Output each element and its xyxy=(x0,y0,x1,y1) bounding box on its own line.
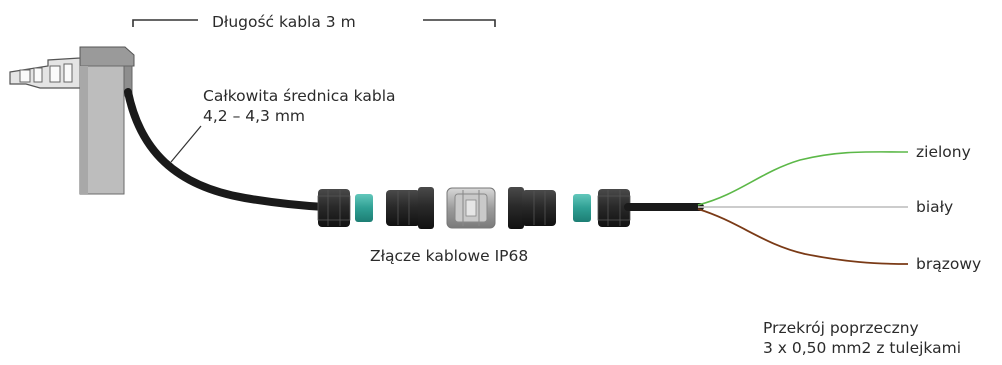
length-bracket xyxy=(132,19,496,27)
diameter-leader xyxy=(170,125,202,163)
cable xyxy=(124,88,329,211)
cable-length-label: Długość kabla 3 m xyxy=(212,13,356,31)
cross-section-value: 3 x 0,50 mm2 z tulejkami xyxy=(763,339,962,357)
sensor-housing xyxy=(9,46,135,195)
diameter-title: Całkowita średnica kabla xyxy=(203,87,396,105)
connector-label: Złącze kablowe IP68 xyxy=(370,247,529,265)
connector-assembly xyxy=(317,187,631,229)
wire-brown xyxy=(697,208,909,265)
wire-label-green: zielony xyxy=(916,143,971,161)
diameter-value: 4,2 – 4,3 mm xyxy=(203,107,306,125)
diameter-label: Całkowita średnica kabla 4,2 – 4,3 mm xyxy=(203,86,396,126)
wire-green xyxy=(697,151,909,206)
cross-section-label: Przekrój poprzeczny 3 x 0,50 mm2 z tulej… xyxy=(763,318,961,358)
cross-section-title: Przekrój poprzeczny xyxy=(763,319,919,337)
wire-label-white: biały xyxy=(916,198,954,216)
wire-label-brown: brązowy xyxy=(916,255,982,273)
